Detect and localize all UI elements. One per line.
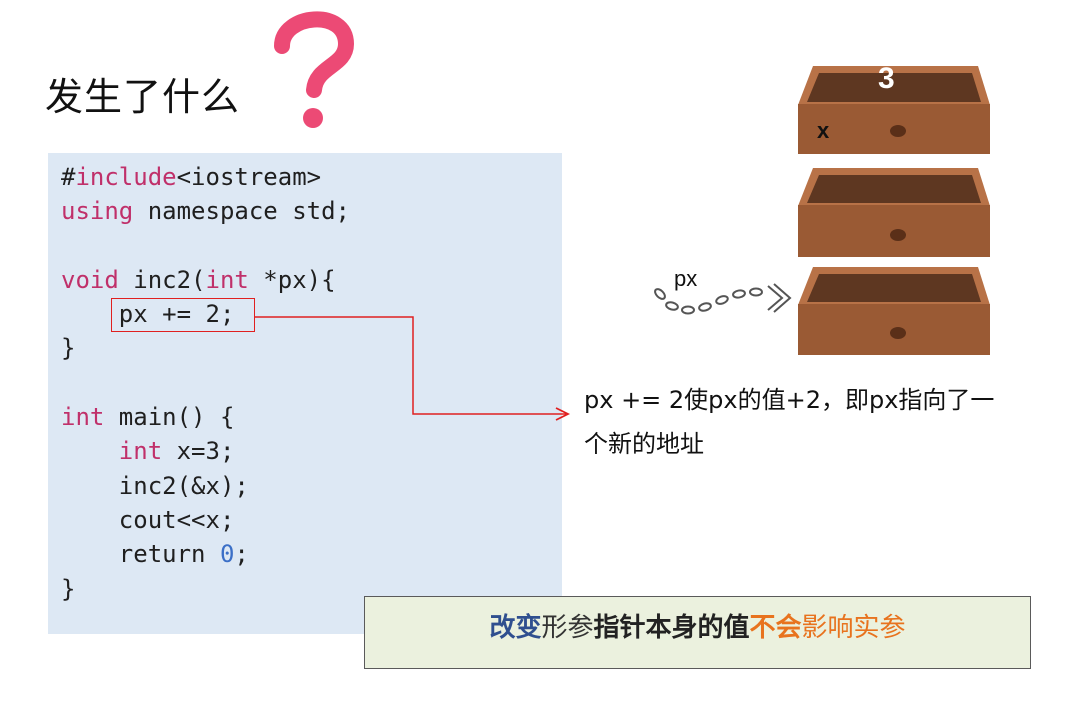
code-line-13: }: [61, 574, 76, 603]
code-line-10: inc2(&x);: [61, 471, 249, 500]
description-text: px += 2使px的值+2，即px指向了一 个新的地址: [584, 378, 1034, 466]
pointer-label: px: [674, 266, 698, 291]
drawer-variable-label: x: [817, 118, 830, 143]
code-line-8: int main() {: [61, 403, 235, 432]
note-part-4: 不会: [749, 613, 802, 643]
note-part-1: 改变: [489, 613, 542, 643]
note-part-2: 形参: [541, 613, 594, 643]
note-part-5: 影响实参: [801, 613, 906, 643]
drawer-middle: [798, 168, 990, 257]
code-line-9: int x=3;: [118, 437, 235, 466]
question-mark-icon: [274, 11, 355, 128]
drawer-top: [798, 66, 990, 154]
chain-icon: [654, 283, 792, 315]
summary-note: 改变形参指针本身的值不会影响实参: [364, 596, 1031, 669]
highlight-box: [111, 298, 255, 332]
code-panel: [48, 153, 562, 634]
description-line-2: 个新的地址: [584, 430, 704, 458]
code-line-12: return 0;: [61, 540, 249, 569]
note-part-3: 指针本身的值: [593, 613, 750, 643]
code-line-4: void inc2(int *px){: [61, 265, 336, 294]
drawer-bottom: [798, 267, 990, 355]
page-title: 发生了什么: [45, 75, 241, 119]
code-line-1: #include<iostream>: [61, 163, 322, 191]
description-line-1: px += 2使px的值+2，即px指向了一: [584, 386, 995, 414]
code-line-11: cout<<x;: [61, 505, 235, 534]
code-line-5: px += 2;: [61, 300, 235, 329]
code-line-2: using namespace std;: [61, 197, 350, 226]
code-line-6: }: [61, 334, 76, 363]
code-block: #include<iostream> using namespace std; …: [61, 160, 350, 606]
drawer-value: 3: [878, 62, 895, 95]
